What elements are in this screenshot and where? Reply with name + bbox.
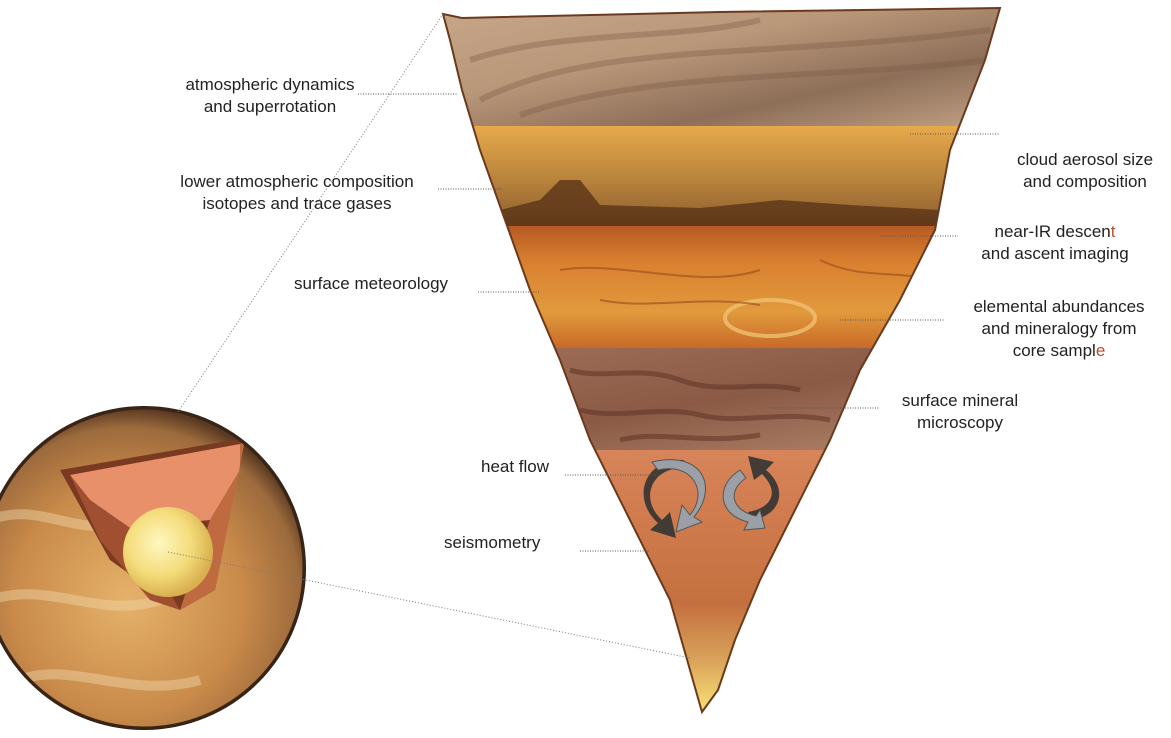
label-elemental: elemental abundances and mineralogy from…: [948, 296, 1170, 362]
label-surface-mineral: surface mineral microscopy: [885, 390, 1035, 434]
label-heat-flow: heat flow: [481, 456, 549, 478]
venus-globe: [0, 406, 306, 730]
label-near-ir: near-IR descent and ascent imaging: [960, 221, 1150, 265]
label-atmospheric-dynamics: atmospheric dynamics and superrotation: [170, 74, 370, 118]
label-seismometry: seismometry: [444, 532, 540, 554]
label-surface-meteorology: surface meteorology: [294, 273, 448, 295]
layer-wedge: [430, 0, 1020, 730]
label-lower-atmospheric: lower atmospheric composition isotopes a…: [152, 171, 442, 215]
label-cloud-aerosol: cloud aerosol size and composition: [1000, 149, 1170, 193]
surface-layer: [430, 226, 1020, 348]
